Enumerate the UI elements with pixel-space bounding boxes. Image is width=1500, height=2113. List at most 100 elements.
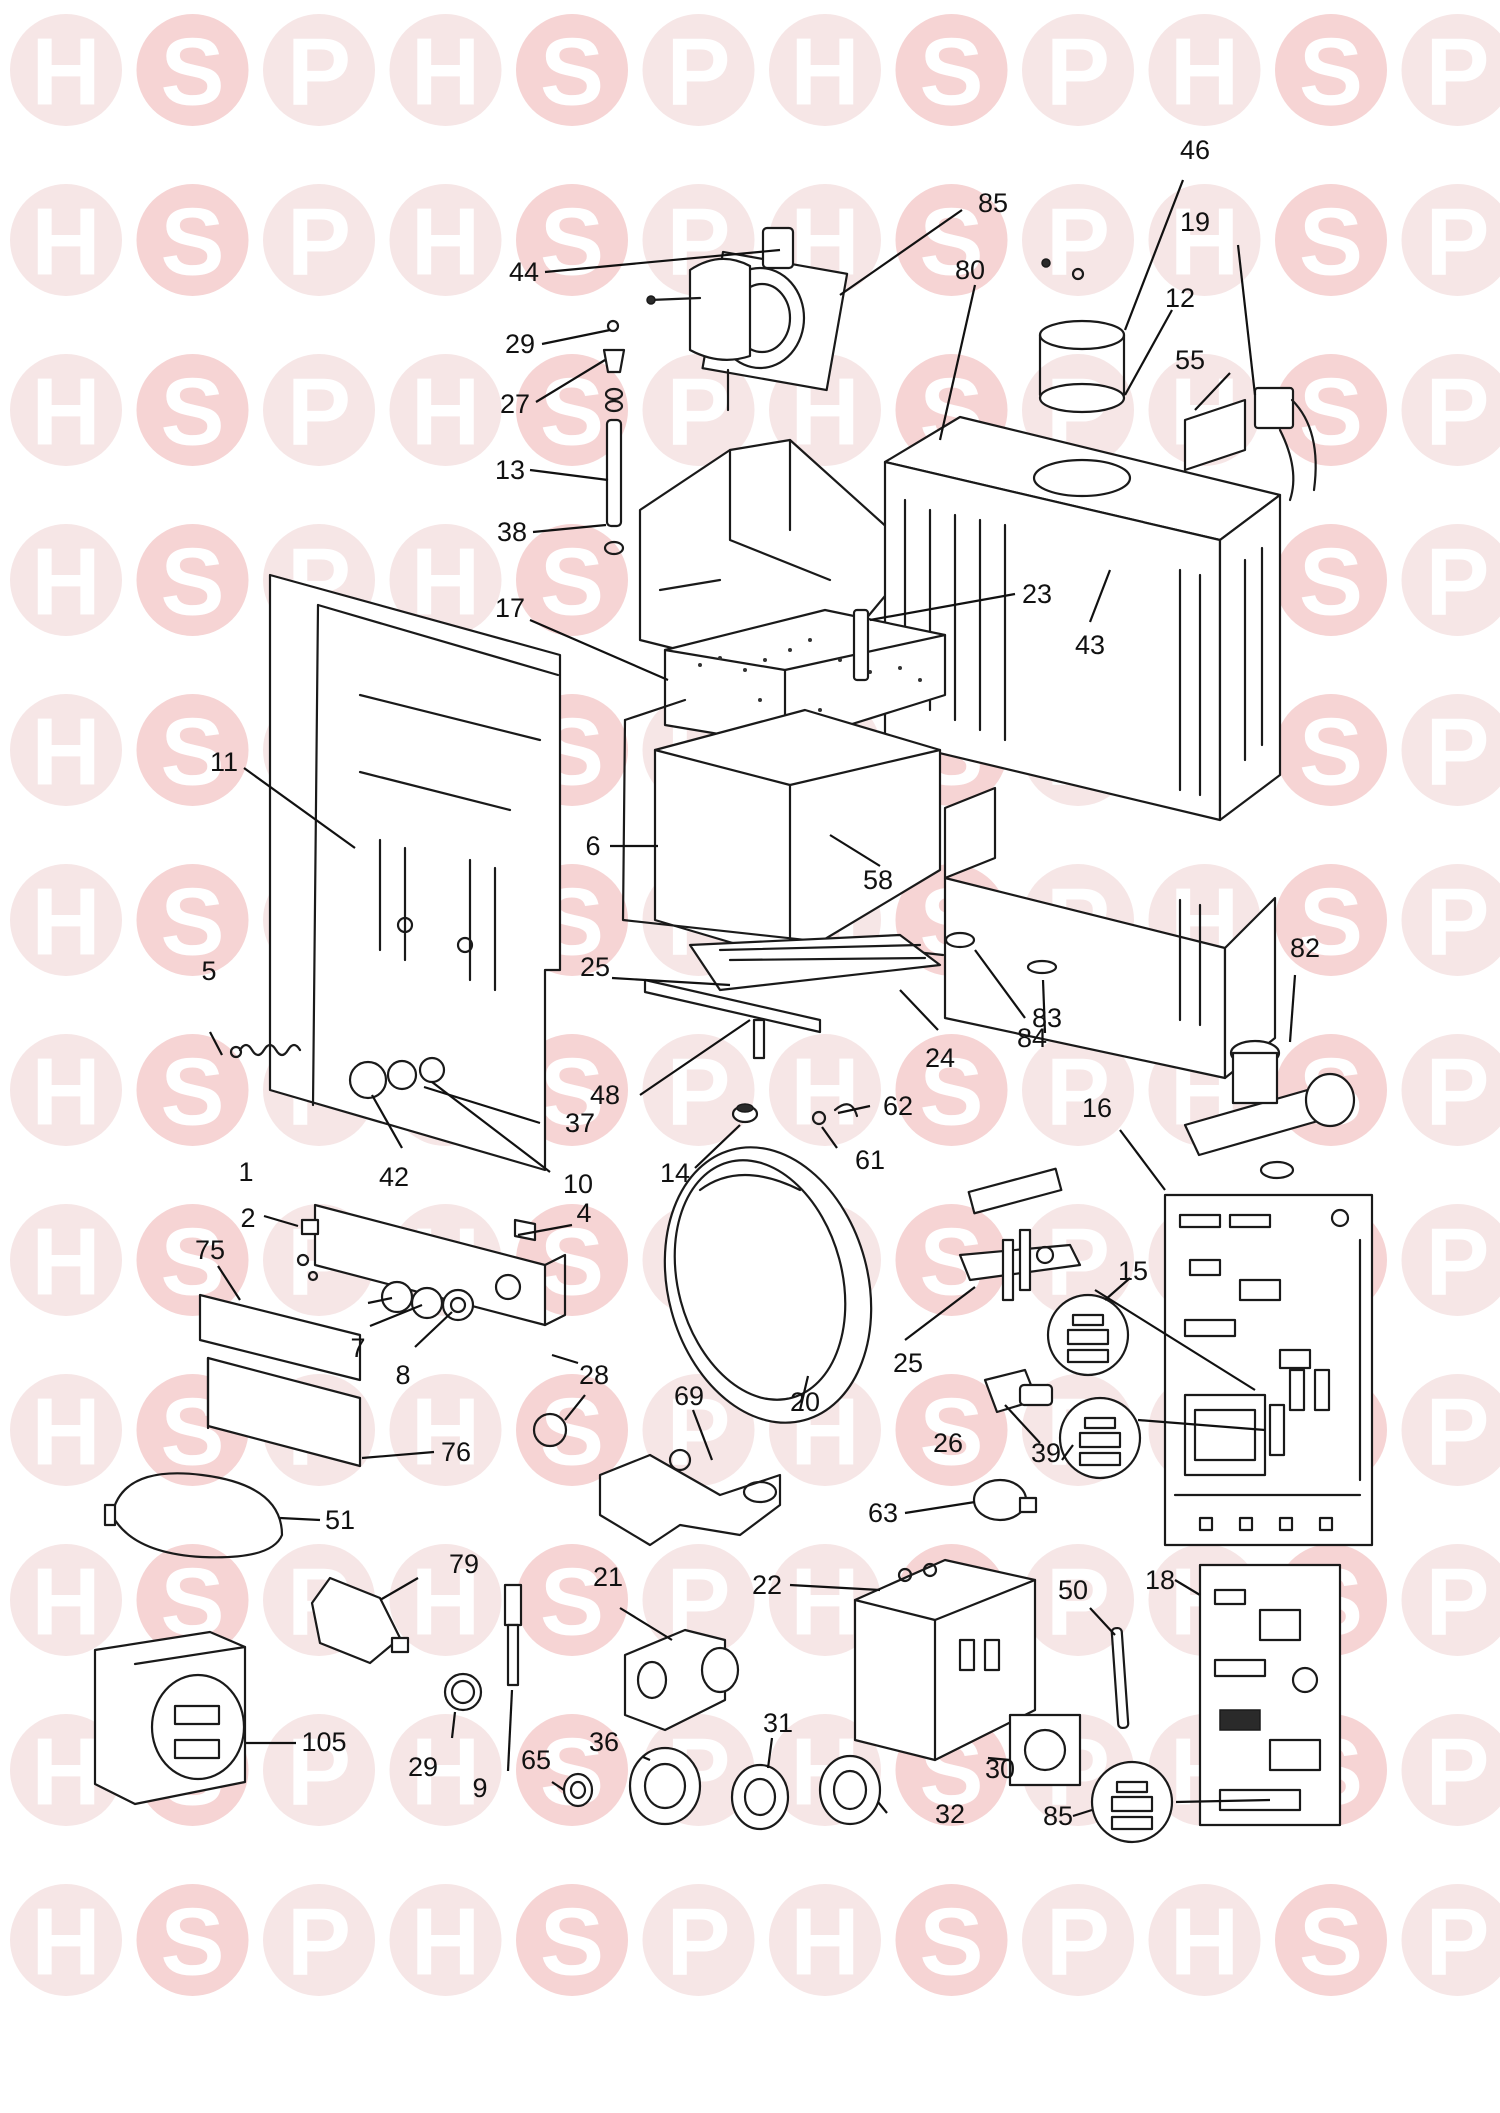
control-panel: [296, 1203, 567, 1327]
watermark-circle: [136, 354, 249, 466]
watermark-letter: P: [1425, 189, 1489, 296]
callout-61: 61: [855, 1145, 885, 1175]
watermark-letter: S: [540, 1889, 604, 1996]
watermark-circle: [263, 1884, 375, 1996]
watermark-letter: S: [919, 1039, 983, 1146]
probe: [503, 1583, 523, 1687]
callout-75: 75: [195, 1235, 225, 1265]
watermark-circle: [1401, 524, 1500, 636]
watermark-circle: [1022, 1544, 1134, 1656]
watermark-letter: H: [31, 1209, 100, 1316]
callout-numbers: 44 85 29 27 13 38 46 19 12 55 80 17 23 4…: [195, 135, 1320, 1831]
pilot-assembly: [958, 1167, 1082, 1302]
callout-39: 39: [1031, 1438, 1061, 1468]
watermark-circle: [136, 1034, 249, 1146]
fuse-detail-15: [1046, 1293, 1130, 1377]
callout-85-bottom: 85: [1043, 1801, 1073, 1831]
watermark-letter: H: [31, 189, 100, 296]
callout-28: 28: [579, 1360, 609, 1390]
watermark-circle: [1022, 14, 1134, 126]
watermark-circle: [1022, 1034, 1134, 1146]
callout-79: 79: [449, 1549, 479, 1579]
watermark-letter: S: [1299, 1889, 1363, 1996]
callout-42: 42: [379, 1162, 409, 1192]
watermark-circle: [1401, 354, 1500, 466]
watermark-letter: H: [411, 1889, 480, 1996]
watermark-letter: S: [1299, 529, 1363, 636]
watermark-letter: S: [540, 1549, 604, 1656]
callout-84: 84: [1017, 1023, 1047, 1053]
watermark-letter: S: [540, 19, 604, 126]
watermark-letter: S: [160, 1039, 224, 1146]
watermark-circle: [136, 1884, 249, 1996]
watermark-letter: P: [666, 19, 730, 126]
pressure-switch: [972, 1478, 1038, 1522]
callout-50: 50: [1058, 1575, 1088, 1605]
callout-14: 14: [660, 1158, 690, 1188]
callout-20: 20: [790, 1387, 820, 1417]
watermark-circle: [516, 1374, 628, 1486]
watermark-circle: [516, 354, 628, 466]
pcb-main: [1163, 1193, 1374, 1547]
electrode: [1110, 1626, 1130, 1730]
callout-58: 58: [863, 865, 893, 895]
watermark-circle: [10, 1034, 122, 1146]
watermark-circle: [516, 1544, 628, 1656]
watermark-letter: P: [1425, 1209, 1489, 1316]
watermark-circle: [10, 1884, 122, 1996]
watermark-letter: H: [411, 189, 480, 296]
watermark-circle: [389, 354, 502, 466]
watermark-letter: S: [160, 869, 224, 976]
watermark-circle: [1401, 184, 1500, 296]
watermark-circle: [1275, 864, 1387, 976]
watermark-circle: [642, 1884, 755, 1996]
watermark-letter: P: [1425, 1549, 1489, 1656]
sensor-26: [983, 1368, 1054, 1414]
watermark-circle: [389, 14, 502, 126]
burner-assembly: [643, 933, 942, 1060]
callout-43: 43: [1075, 630, 1105, 660]
watermark-circle: [769, 1884, 881, 1996]
watermark-letter: H: [411, 1549, 480, 1656]
watermark-circle: [10, 694, 122, 806]
watermark-letter: H: [790, 1039, 859, 1146]
watermark-circle: [389, 1714, 502, 1826]
watermark-letter: S: [1299, 189, 1363, 296]
watermark-circle: [895, 184, 1008, 296]
watermark-circle: [516, 184, 628, 296]
callout-69: 69: [674, 1381, 704, 1411]
outer-case-cover: [663, 1146, 873, 1424]
trim-strips: [198, 1293, 362, 1468]
watermark-letter: S: [160, 359, 224, 466]
watermark-letter: S: [919, 19, 983, 126]
watermark-letter: P: [1425, 19, 1489, 126]
watermark-letter: H: [31, 1719, 100, 1826]
callout-85-top: 85: [978, 188, 1008, 218]
watermark-circle: [1401, 14, 1500, 126]
watermark-letter: H: [31, 869, 100, 976]
washers: [443, 1672, 882, 1831]
watermark-letter: P: [1425, 359, 1489, 466]
watermark-letter: S: [160, 19, 224, 126]
watermark-circle: [895, 1034, 1008, 1146]
callout-7: 7: [350, 1333, 365, 1363]
front-panel: [268, 573, 562, 1172]
watermark-letter: P: [1425, 1889, 1489, 1996]
callout-82: 82: [1290, 933, 1320, 963]
watermark-letter: P: [287, 189, 351, 296]
tube-assembly: [602, 319, 626, 556]
watermark-circle: [1401, 1034, 1500, 1146]
watermark-circle: [1401, 694, 1500, 806]
callout-2: 2: [240, 1203, 255, 1233]
callout-80: 80: [955, 255, 985, 285]
watermark-letter: H: [31, 1379, 100, 1486]
callout-21: 21: [593, 1562, 623, 1592]
watermark-circle: [516, 1884, 628, 1996]
watermark-circle: [516, 14, 628, 126]
watermark-circle: [1022, 1884, 1134, 1996]
watermark-letter: S: [540, 189, 604, 296]
pump: [623, 1628, 740, 1732]
callout-24: 24: [925, 1043, 955, 1073]
pipe-fitting: [1183, 1039, 1356, 1180]
